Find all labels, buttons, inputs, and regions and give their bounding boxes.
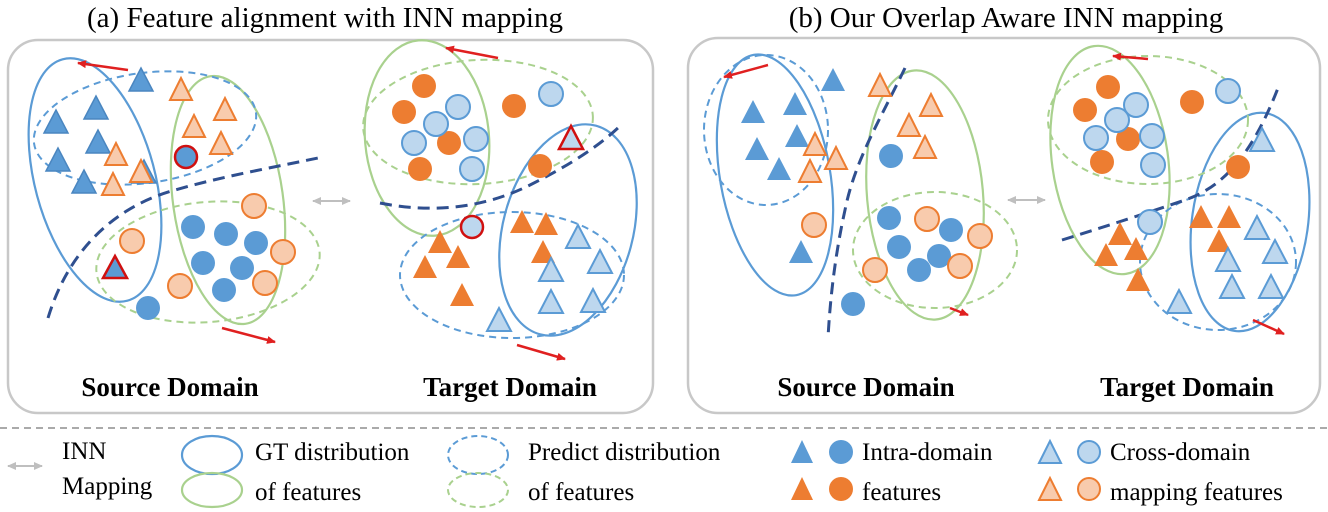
gt-distribution-blue (1189, 111, 1311, 333)
legend-cross-line1: Cross-domain (1110, 439, 1251, 466)
predict-distribution-green (362, 58, 594, 186)
intra-domain-circles (392, 74, 552, 181)
shift-arrow (723, 63, 769, 79)
legend-predict-green-icon (447, 472, 509, 508)
decision-boundary (826, 67, 907, 339)
misaligned-sample (100, 253, 130, 280)
legend-gt-green-icon (180, 471, 244, 509)
panel-a-source-domain (27, 57, 321, 344)
predict-distribution-blue (399, 211, 625, 339)
intra-domain-circles (1073, 75, 1250, 179)
cross-domain-triangles (100, 75, 238, 196)
intra-domain-triangles (413, 210, 558, 306)
cross-domain-triangles (485, 222, 614, 332)
source-domain-label: Source Domain (81, 372, 258, 402)
legend-gt-blue-icon (180, 434, 244, 476)
intra-domain-circles (136, 215, 268, 320)
cross-domain-circles (801, 206, 993, 283)
legend-intra-circle-blue-icon (829, 440, 853, 464)
legend-gt-line2: of features (255, 479, 361, 506)
decision-boundary (379, 124, 622, 210)
predict-distribution-green (95, 200, 321, 324)
legend-intra-line2: features (862, 479, 941, 506)
misaligned-sample (556, 123, 586, 151)
shift-arrow (445, 45, 499, 60)
panel-b-target-domain (1047, 44, 1311, 336)
legend-intra-line1: Intra-domain (862, 439, 993, 466)
panel-b-source-domain (703, 53, 1018, 339)
legend: INN Mapping GT distribution of features … (7, 434, 1283, 509)
legend-inn-line1: INN (62, 438, 106, 465)
gt-distribution-blue (498, 123, 638, 337)
misaligned-sample (173, 144, 199, 170)
legend-inn-line2: Mapping (62, 473, 153, 500)
decision-boundary (1061, 87, 1280, 242)
legend-cross-circle-orange-icon (1077, 477, 1101, 501)
panel-a-target-domain (362, 39, 638, 361)
cross-domain-triangles (797, 71, 944, 183)
shift-arrow (516, 343, 566, 361)
legend-predict-blue-icon (447, 435, 509, 475)
gt-distribution-green (363, 39, 491, 237)
panel-b-frame (686, 36, 1322, 415)
intra-domain-triangles (741, 68, 845, 263)
misaligned-sample (459, 214, 485, 240)
gt-distribution-blue (27, 57, 163, 303)
predict-distribution-green (1047, 55, 1249, 185)
target-domain-label: Target Domain (1100, 372, 1274, 402)
legend-cross-line2: mapping features (1110, 479, 1283, 506)
intra-domain-circles (841, 144, 963, 316)
shift-arrow (1112, 52, 1149, 61)
shift-arrow (77, 60, 129, 72)
decision-boundary (46, 156, 319, 319)
predict-distribution-blue (1139, 193, 1297, 331)
legend-intra-triangle-orange-icon (791, 477, 813, 500)
shift-arrow (949, 306, 969, 317)
intra-domain-triangles (42, 66, 158, 194)
legend-cross-circle-blue-icon (1077, 440, 1101, 464)
cross-domain-circles (401, 81, 564, 182)
legend-predict-line1: Predict distribution (528, 439, 721, 466)
legend-cross-triangle-blue-icon (1037, 438, 1063, 464)
cross-domain-triangles (1165, 125, 1289, 314)
gt-distribution-green (865, 69, 985, 321)
cross-domain-circles (119, 193, 296, 299)
panel-a-frame (6, 38, 655, 415)
intra-domain-triangles (1094, 205, 1241, 291)
source-domain-label: Source Domain (777, 372, 954, 402)
target-domain-label: Target Domain (423, 372, 597, 402)
panel-b-title: (b) Our Overlap Aware INN mapping (789, 2, 1224, 34)
gt-distribution-green (1049, 44, 1171, 276)
legend-gt-line1: GT distribution (255, 439, 410, 466)
shift-arrow (1252, 318, 1285, 336)
cross-domain-circles (1083, 78, 1241, 235)
legend-cross-triangle-orange-icon (1037, 475, 1063, 501)
shift-arrow (221, 326, 276, 344)
legend-predict-line2: of features (528, 479, 634, 506)
legend-intra-circle-orange-icon (829, 477, 853, 501)
predict-distribution-green (852, 191, 1018, 309)
predict-distribution-blue (703, 54, 829, 206)
panel-a-title: (a) Feature alignment with INN mapping (87, 2, 563, 34)
legend-intra-triangle-blue-icon (791, 440, 813, 463)
